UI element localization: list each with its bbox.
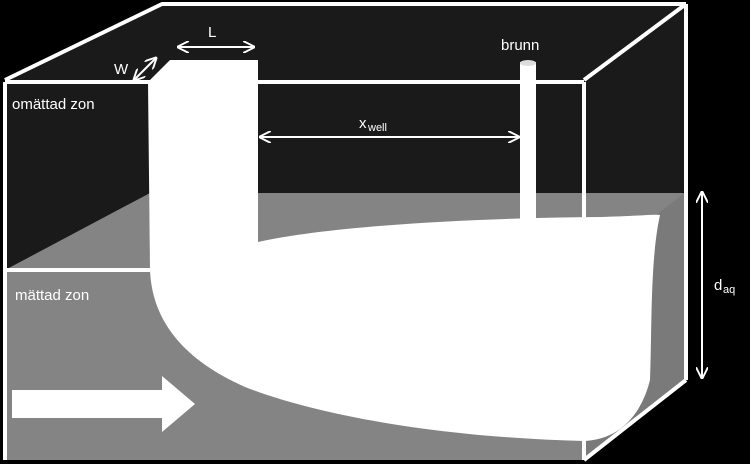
unsaturated-zone-label: omättad zon — [12, 96, 95, 113]
distance-label-subscript: well — [367, 122, 387, 134]
well-label: brunn — [501, 37, 539, 54]
groundwater-flow-arrow — [12, 376, 195, 432]
depth-label: d — [714, 277, 722, 294]
width-arrow — [134, 58, 156, 80]
width-label: W — [114, 61, 129, 78]
well-pipe — [520, 62, 536, 222]
box-edges — [3, 2, 688, 462]
contaminant-plume — [148, 60, 660, 441]
distance-label: x — [359, 115, 367, 132]
well-top — [520, 60, 536, 66]
depth-label-subscript: aq — [723, 284, 735, 296]
length-label: L — [208, 24, 216, 41]
unsaturated-zone-top — [5, 4, 686, 80]
saturated-zone-label: mättad zon — [15, 287, 89, 304]
